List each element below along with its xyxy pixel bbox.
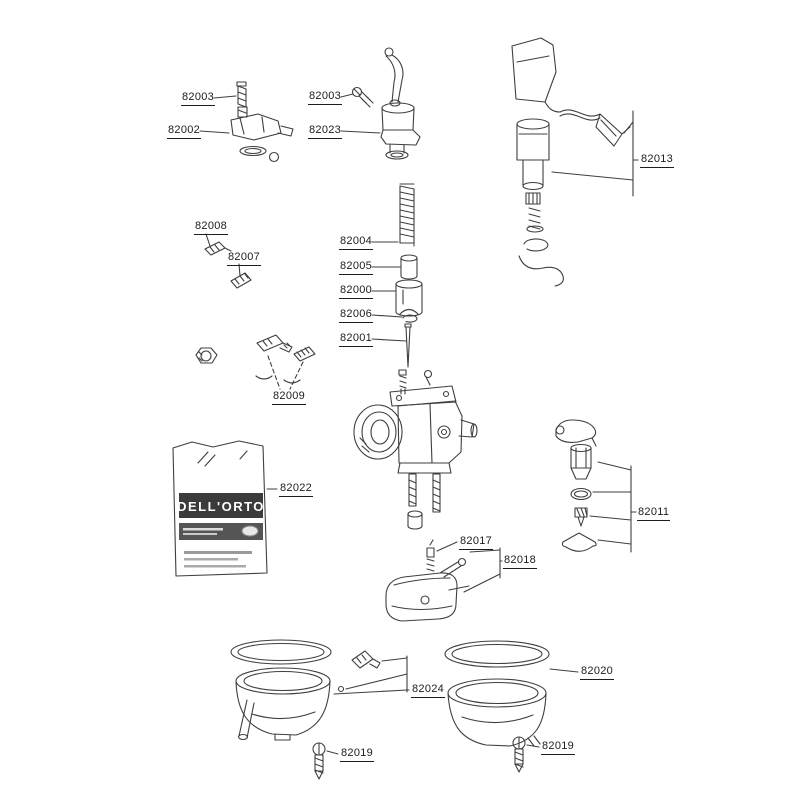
float-bowl-right-drawing xyxy=(444,640,550,773)
part-label-82003-top-left: 82003 xyxy=(181,91,216,106)
fuel-valve-kit-drawing xyxy=(555,419,637,553)
part-label-82002: 82002 xyxy=(167,124,202,139)
part-label-82013: 82013 xyxy=(640,153,675,168)
part-label-82024: 82024 xyxy=(411,683,446,698)
part-label-82009: 82009 xyxy=(272,390,307,405)
part-label-82011: 82011 xyxy=(637,506,671,521)
bag-brand-text: DELL'ORTO xyxy=(177,499,265,514)
part-label-82007: 82007 xyxy=(227,251,262,266)
cable-adjuster-cover-drawing xyxy=(351,47,421,160)
throttle-slide-group-drawing xyxy=(395,183,423,368)
part-label-82003-top-mid: 82003 xyxy=(308,90,343,105)
spark-plug-cap-kit-drawing xyxy=(511,37,639,287)
part-label-82023: 82023 xyxy=(308,124,343,139)
spares-bag-drawing: DELL'ORTO xyxy=(172,440,268,577)
part-label-82018: 82018 xyxy=(503,554,538,569)
float-assembly-drawing xyxy=(385,539,503,622)
part-label-82008: 82008 xyxy=(194,220,229,235)
float-bowl-left-drawing xyxy=(230,639,410,780)
carb-top-cover-drawing xyxy=(230,81,294,163)
part-label-82005: 82005 xyxy=(339,260,374,275)
part-label-82000: 82000 xyxy=(339,284,374,299)
part-label-82019-right: 82019 xyxy=(541,740,576,755)
part-label-82019-left: 82019 xyxy=(340,747,375,762)
leader-lines xyxy=(199,93,579,755)
carburetor-body-drawing xyxy=(353,369,478,530)
part-label-82004: 82004 xyxy=(339,235,374,250)
part-label-82001: 82001 xyxy=(339,332,374,347)
part-label-82006: 82006 xyxy=(339,308,374,323)
small-jets-drawing xyxy=(195,241,316,390)
part-label-82020: 82020 xyxy=(580,665,615,680)
part-label-82017: 82017 xyxy=(459,535,494,550)
part-label-82022: 82022 xyxy=(279,482,314,497)
